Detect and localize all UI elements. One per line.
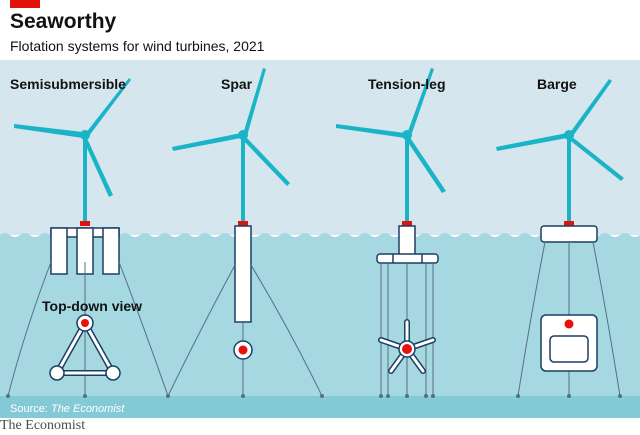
anchors [6,394,622,398]
label-tension-leg: Tension-leg [368,76,446,92]
blade [172,133,241,151]
hub [238,130,248,140]
blade [85,78,131,136]
source-name: The Economist [50,403,125,415]
blade [405,136,446,193]
tension-leg-turbine [336,68,446,226]
spar-turbine [172,68,290,226]
sky [0,60,640,235]
tower-base [238,221,248,226]
sea [0,233,640,398]
tower [405,136,409,222]
blade [82,136,113,197]
source-prefix: Source: [10,403,51,415]
tension-leg-group [336,68,446,396]
tower-base [80,221,90,226]
tension-leg-topdown [378,319,436,374]
semisubmersible-turbine [14,78,131,226]
blade [569,79,612,136]
blade [241,136,290,186]
hub [80,130,90,140]
tower [567,136,571,222]
blade [567,136,624,181]
blade [496,133,567,151]
topdown-view-label: Top-down view [42,298,143,314]
semisubmersible-platform [50,227,120,275]
barge-platform [540,225,598,243]
spar-group [167,68,323,397]
semisubmersible-topdown [49,314,121,381]
tower-base [402,221,412,226]
barge-topdown [540,314,598,372]
hub [564,130,574,140]
spar-platform [234,225,252,323]
blade [336,124,405,138]
hub [402,130,412,140]
tower [83,136,87,222]
label-semisubmersible: Semisubmersible [10,76,126,92]
label-barge: Barge [537,76,577,92]
chart-subtitle: Flotation systems for wind turbines, 202… [10,38,265,54]
tower [241,136,245,222]
label-spar: Spar [221,76,253,92]
blade [243,68,266,136]
seabed-band [0,396,640,418]
blade [14,124,83,138]
semisubmersible-group [7,78,169,397]
brand-tag [10,0,40,8]
blade [407,68,434,136]
spar-topdown [233,340,253,360]
source-note: Source: The Economist [10,403,124,415]
chart-title: Seaworthy [10,10,117,33]
tower-base [564,221,574,226]
barge-group [496,79,624,397]
brand-wordmark: The Economist [0,418,86,433]
barge-turbine [496,79,624,226]
